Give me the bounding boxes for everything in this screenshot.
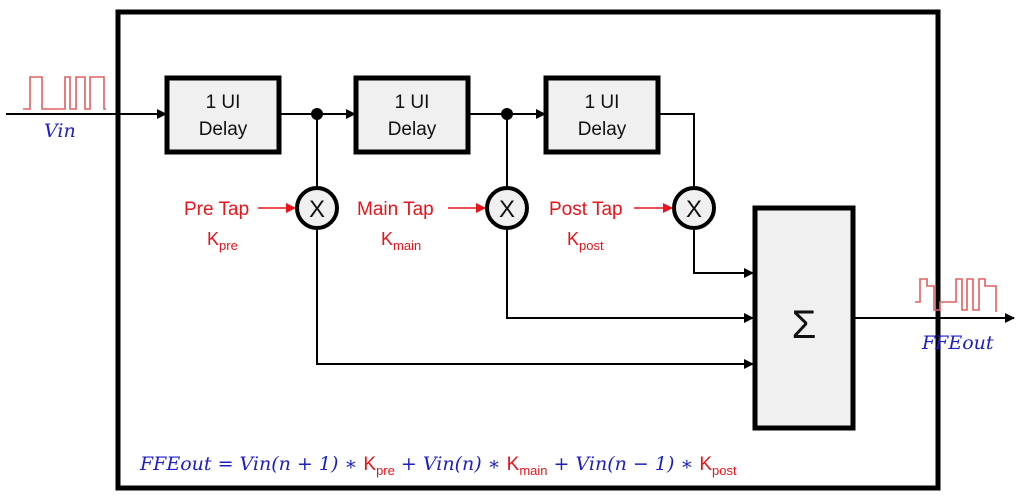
output-label: FFEout (921, 332, 994, 354)
multiplier-post: X (672, 186, 716, 230)
svg-text:X: X (686, 196, 702, 223)
input-waveform (23, 76, 106, 110)
delay-block-3: 1 UI Delay (543, 75, 661, 155)
wire-pre-to-sum (316, 228, 754, 369)
coeff-post: Kpost (567, 229, 604, 253)
input-label: Vin (44, 120, 76, 142)
ffe-equation: FFEout = Vin(n + 1) ∗ Kpre + Vin(n) ∗ Km… (139, 453, 737, 478)
svg-text:1 UI: 1 UI (585, 92, 620, 113)
svg-text:X: X (499, 196, 515, 223)
coeff-main: Kmain (381, 229, 421, 253)
wire-main-to-sum (506, 228, 754, 323)
delay-block-2: 1 UI Delay (353, 75, 471, 155)
wire-delay3-out (660, 113, 695, 187)
svg-text:1 UI: 1 UI (395, 92, 430, 113)
summer-block: Σ (752, 205, 856, 431)
svg-text:Delay: Delay (578, 119, 627, 140)
tap-label-post: Post Tap (549, 199, 623, 220)
coeff-pre: Kpre (207, 229, 238, 253)
svg-text:Delay: Delay (388, 119, 437, 140)
delay-block-1: 1 UI Delay (164, 75, 282, 155)
multiplier-pre: X (295, 186, 339, 230)
tap-label-pre: Pre Tap (184, 199, 249, 220)
ffe-boundary (115, 9, 941, 491)
svg-text:X: X (309, 196, 325, 223)
wire-post-to-sum (693, 228, 754, 278)
output-waveform (915, 278, 997, 312)
svg-text:Σ: Σ (792, 303, 817, 347)
multiplier-main: X (485, 186, 529, 230)
svg-text:Delay: Delay (199, 119, 248, 140)
svg-text:1 UI: 1 UI (206, 92, 241, 113)
tap-label-main: Main Tap (357, 199, 434, 220)
